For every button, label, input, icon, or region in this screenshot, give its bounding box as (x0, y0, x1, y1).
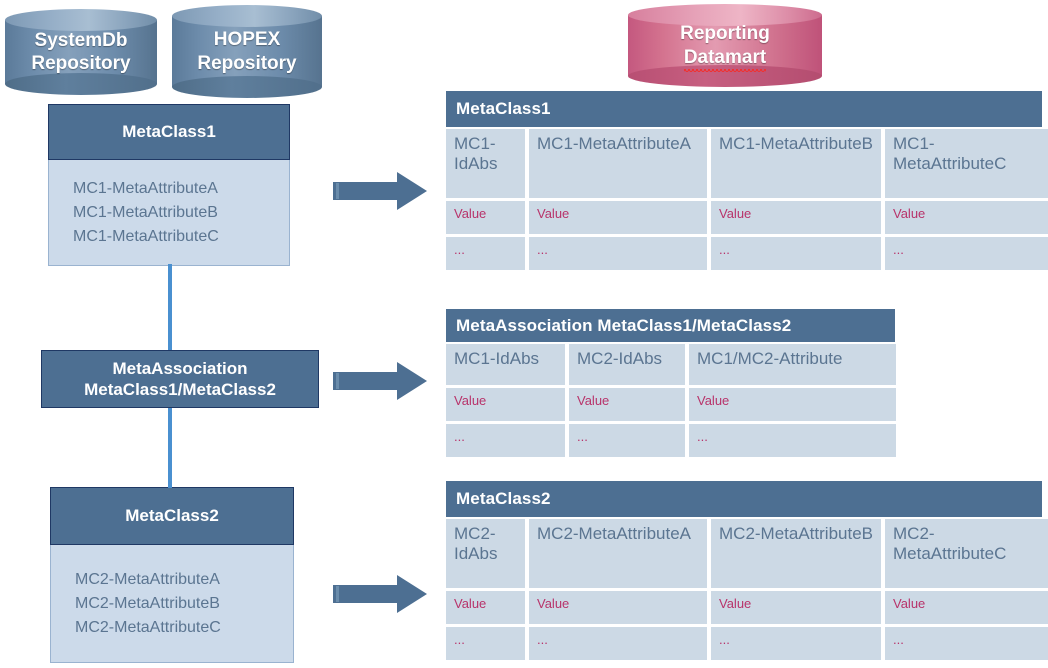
table-cell: Value (569, 388, 685, 421)
table-title: MetaAssociation MetaClass1/MetaClass2 (446, 309, 895, 342)
table-cell: Value (689, 388, 896, 421)
table-cell: ... (711, 237, 881, 270)
cylinder-bottom-ellipse (172, 76, 322, 98)
connector-line-metaassociation-to-metaclass2 (168, 402, 172, 488)
cylinder-label-line1: SystemDb (34, 29, 128, 51)
column-header: MC1-MetaAttributeA (529, 129, 707, 198)
table-cell: Value (529, 591, 707, 624)
arrow-metaassociation-to-table (333, 362, 427, 400)
table-cell: ... (885, 627, 1048, 660)
table-cell: Value (885, 201, 1048, 234)
table-cell: Value (446, 388, 565, 421)
column-header: MC1-MetaAttributeB (711, 129, 881, 198)
arrow-metaclass1-to-table (333, 172, 427, 210)
table-cell: ... (885, 237, 1048, 270)
cylinder-top-ellipse (172, 5, 322, 27)
cylinder-label-line1: HOPEX (213, 29, 281, 51)
table-row: Value Value Value Value (446, 201, 1048, 234)
table-title: MetaClass2 (446, 481, 1042, 517)
cylinder-top-ellipse (5, 9, 157, 31)
table-header-row: MC1-IdAbs MC2-IdAbs MC1/MC2-Attribute (446, 344, 896, 385)
class-box-metaclass1[interactable]: MetaClass1 MC1-MetaAttributeA MC1-MetaAt… (48, 104, 290, 266)
cylinder-top-ellipse (628, 4, 822, 26)
table-row: Value Value Value Value (446, 591, 1048, 624)
column-header: MC1-MetaAttributeC (885, 129, 1048, 198)
cylinder-reporting-datamart: Reporting Datamart (628, 4, 822, 87)
class-attribute: MC2-MetaAttributeA (75, 570, 220, 588)
cylinder-bottom-ellipse (628, 65, 822, 87)
table-cell: Value (529, 201, 707, 234)
column-header: MC1-IdAbs (446, 344, 565, 385)
data-table-metaclass1[interactable]: MetaClass1 MC1-IdAbs MC1-MetaAttributeA … (446, 91, 1048, 273)
table-title: MetaClass1 (446, 91, 1042, 127)
cylinder-label: Reporting Datamart (628, 4, 822, 87)
table-cell: Value (885, 591, 1048, 624)
table-cell: Value (711, 591, 881, 624)
column-header: MC2-IdAbs (569, 344, 685, 385)
column-header: MC2-MetaAttributeC (885, 519, 1048, 588)
table-cell: ... (529, 237, 707, 270)
column-header: MC2-IdAbs (446, 519, 525, 588)
cylinder-hopex-repository: HOPEX Repository (172, 5, 322, 98)
table-cell: ... (446, 424, 565, 457)
table-cell: Value (711, 201, 881, 234)
cylinder-bottom-ellipse (5, 73, 157, 95)
table-grid: MC1-IdAbs MC1-MetaAttributeA MC1-MetaAtt… (442, 126, 1048, 273)
assoc-box-line1: MetaAssociation (112, 358, 248, 378)
column-header: MC1-IdAbs (446, 129, 525, 198)
class-attribute: MC1-MetaAttributeC (73, 227, 219, 245)
table-header-row: MC2-IdAbs MC2-MetaAttributeA MC2-MetaAtt… (446, 519, 1048, 588)
class-box-title: MetaClass1 (48, 104, 290, 160)
assoc-box-line2: MetaClass1/MetaClass2 (84, 380, 276, 399)
class-attribute: MC1-MetaAttributeA (73, 179, 218, 197)
cylinder-label: HOPEX Repository (172, 5, 322, 98)
connector-line-metaclass1-to-metaassociation (168, 264, 172, 360)
cylinder-label-line1: Reporting (680, 23, 770, 45)
table-grid: MC1-IdAbs MC2-IdAbs MC1/MC2-Attribute Va… (442, 341, 900, 460)
table-header-row: MC1-IdAbs MC1-MetaAttributeA MC1-MetaAtt… (446, 129, 1048, 198)
data-table-metaassociation[interactable]: MetaAssociation MetaClass1/MetaClass2 MC… (446, 309, 896, 460)
table-row: Value Value Value (446, 388, 896, 421)
table-cell: Value (446, 201, 525, 234)
table-row: ... ... ... ... (446, 237, 1048, 270)
cylinder-label-line2: Datamart (683, 46, 767, 72)
cylinder-label: SystemDb Repository (5, 9, 157, 95)
table-cell: ... (711, 627, 881, 660)
class-box-metaclass2[interactable]: MetaClass2 MC2-MetaAttributeA MC2-MetaAt… (50, 487, 294, 663)
table-cell: ... (569, 424, 685, 457)
cylinder-label-line2: Repository (197, 52, 297, 74)
table-row: ... ... ... (446, 424, 896, 457)
cylinder-body (172, 16, 322, 87)
table-cell: ... (446, 627, 525, 660)
class-attribute: MC2-MetaAttributeB (75, 594, 220, 612)
column-header: MC2-MetaAttributeA (529, 519, 707, 588)
class-attribute: MC2-MetaAttributeC (75, 618, 221, 636)
column-header: MC1/MC2-Attribute (689, 344, 896, 385)
class-box-title: MetaClass2 (50, 487, 294, 545)
table-cell: Value (446, 591, 525, 624)
cylinder-systemdb-repository: SystemDb Repository (5, 9, 157, 95)
table-grid: MC2-IdAbs MC2-MetaAttributeA MC2-MetaAtt… (442, 516, 1048, 663)
table-cell: ... (446, 237, 525, 270)
table-row: ... ... ... ... (446, 627, 1048, 660)
class-box-attributes: MC2-MetaAttributeA MC2-MetaAttributeB MC… (50, 545, 294, 663)
table-cell: ... (689, 424, 896, 457)
class-box-metaassociation[interactable]: MetaAssociation MetaClass1/MetaClass2 (41, 350, 319, 408)
data-table-metaclass2[interactable]: MetaClass2 MC2-IdAbs MC2-MetaAttributeA … (446, 481, 1048, 663)
table-cell: ... (529, 627, 707, 660)
cylinder-label-line2: Repository (31, 53, 131, 74)
class-attribute: MC1-MetaAttributeB (73, 203, 218, 221)
arrow-metaclass2-to-table (333, 575, 427, 613)
column-header: MC2-MetaAttributeB (711, 519, 881, 588)
class-box-attributes: MC1-MetaAttributeA MC1-MetaAttributeB MC… (48, 160, 290, 266)
